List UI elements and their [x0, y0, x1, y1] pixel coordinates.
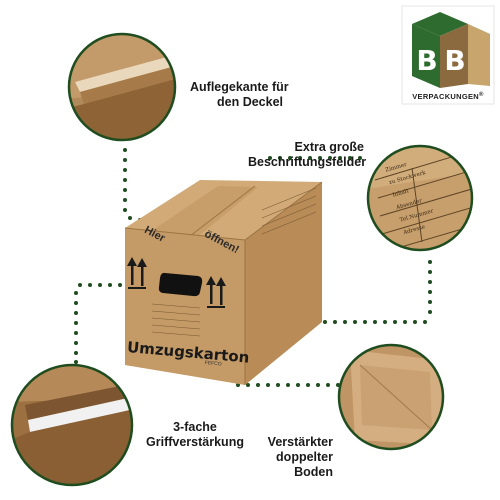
detail-circle-lid-edge — [67, 32, 177, 142]
callout-double-bottom-line2: doppelter Boden — [276, 450, 333, 479]
callout-label-fields: Extra große Beschriftungsfelder — [248, 140, 367, 170]
callout-lid-edge: Auflegekante für den Deckel — [190, 80, 289, 110]
callout-double-bottom-line1: Verstärkter — [267, 435, 333, 449]
moving-box — [124, 180, 323, 385]
logo-registered: ® — [479, 92, 484, 98]
logo-letter-right: B — [444, 44, 466, 77]
logo-brand-text: VERPACKUNGEN® — [405, 92, 491, 101]
callout-lid-edge-line1: Auflegekante für — [190, 80, 289, 94]
detail-circle-handle — [10, 363, 134, 487]
logo-letter-left: B — [416, 44, 438, 77]
connector-top-left — [123, 148, 152, 222]
connector-bottom-right — [236, 383, 340, 387]
brand-logo — [401, 5, 495, 105]
callout-label-fields-line1: Extra große — [294, 140, 364, 154]
connector-top-right — [268, 156, 362, 160]
detail-circle-double-bottom — [337, 343, 445, 451]
callout-handle: 3-fache Griffverstärkung — [140, 420, 250, 450]
callout-handle-line1: 3-fache — [173, 420, 217, 434]
callout-lid-edge-line2: den Deckel — [217, 95, 284, 109]
callout-double-bottom: Verstärkter doppelter Boden — [240, 435, 333, 480]
logo-brand-name: VERPACKUNGEN — [412, 92, 480, 101]
callout-label-fields-line2: Beschriftungsfelder — [248, 155, 367, 169]
callout-handle-line2: Griffverstärkung — [146, 435, 244, 449]
